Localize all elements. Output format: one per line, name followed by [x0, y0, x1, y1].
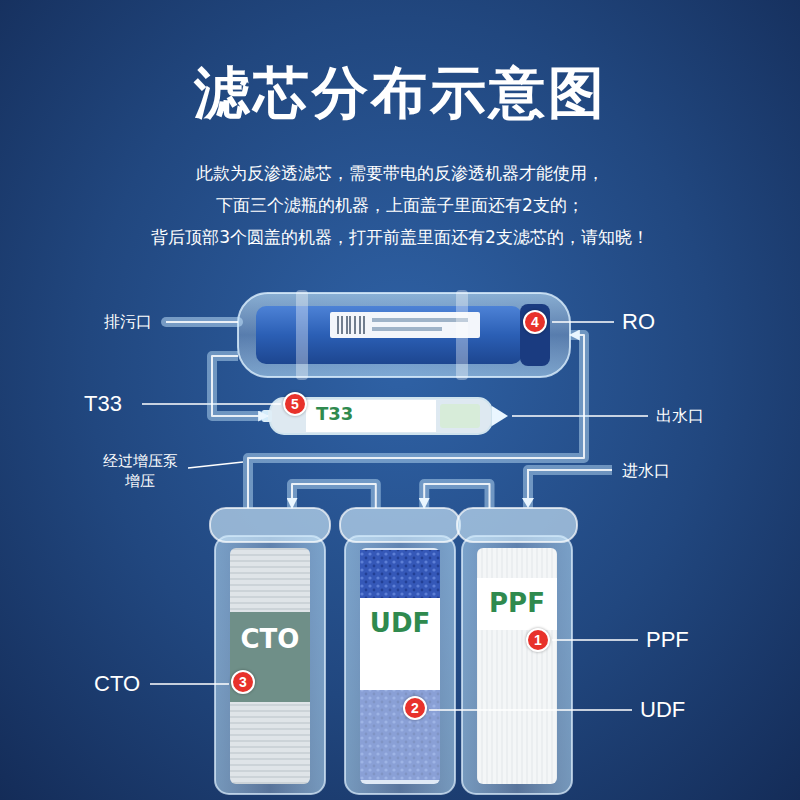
part-label: 排污口: [104, 312, 152, 333]
callout-number: 1: [526, 628, 550, 652]
cartridge-label: UDF: [345, 608, 455, 638]
leader-lines: [142, 322, 648, 710]
pipe-tube: [212, 356, 268, 416]
callout-number: 4: [523, 310, 547, 334]
part-label: UDF: [640, 697, 685, 723]
water-pipe: [424, 484, 489, 508]
water-pipe: [212, 356, 268, 416]
cartridge-label: T33: [316, 403, 353, 424]
water-pipe: [292, 484, 376, 508]
cto-canister: [210, 508, 330, 794]
part-label: T33: [84, 391, 122, 417]
pipe-tube: [292, 484, 376, 508]
cto-filter: CTO 3: [215, 508, 325, 792]
note-text: 此款为反渗透滤芯，需要带电的反渗透机器才能使用，: [0, 162, 800, 185]
part-label: CTO: [94, 671, 140, 697]
ro-membrane: 4: [238, 293, 570, 377]
note-text: 下面三个滤瓶的机器，上面盖子里面还有2支的；: [0, 194, 800, 217]
diagram-title: 滤芯分布示意图: [0, 56, 800, 132]
ro-housing: [238, 290, 570, 380]
udf-filter: UDF 2: [345, 508, 455, 792]
part-label: RO: [622, 309, 655, 335]
callout-number: 3: [231, 670, 255, 694]
water-pipe: [248, 335, 584, 508]
part-label: 出水口: [656, 406, 704, 427]
pipe-flow-line: [212, 356, 268, 416]
t33-filter: T335: [268, 396, 504, 436]
part-label: 进水口: [622, 461, 670, 482]
cartridge-label: PPF: [462, 588, 572, 618]
udf-canister: [340, 508, 460, 794]
ppf-filter: PPF 1: [462, 508, 572, 792]
pipe-flow-line: [424, 484, 489, 508]
ppf-canister: [457, 508, 577, 794]
pipe-tube: [424, 484, 489, 508]
pipe-tube: [248, 335, 584, 508]
part-label: 经过增压泵 增压: [98, 452, 182, 491]
callout-number: 2: [403, 696, 427, 720]
cartridge-label: CTO: [215, 624, 325, 654]
pipe-flow-line: [292, 484, 376, 508]
callout-number: 5: [283, 392, 307, 416]
note-text: 背后顶部3个圆盖的机器，打开前盖里面还有2支滤芯的，请知晓！: [0, 226, 800, 249]
part-label: PPF: [646, 627, 689, 653]
pipe-flow-line: [248, 335, 584, 508]
